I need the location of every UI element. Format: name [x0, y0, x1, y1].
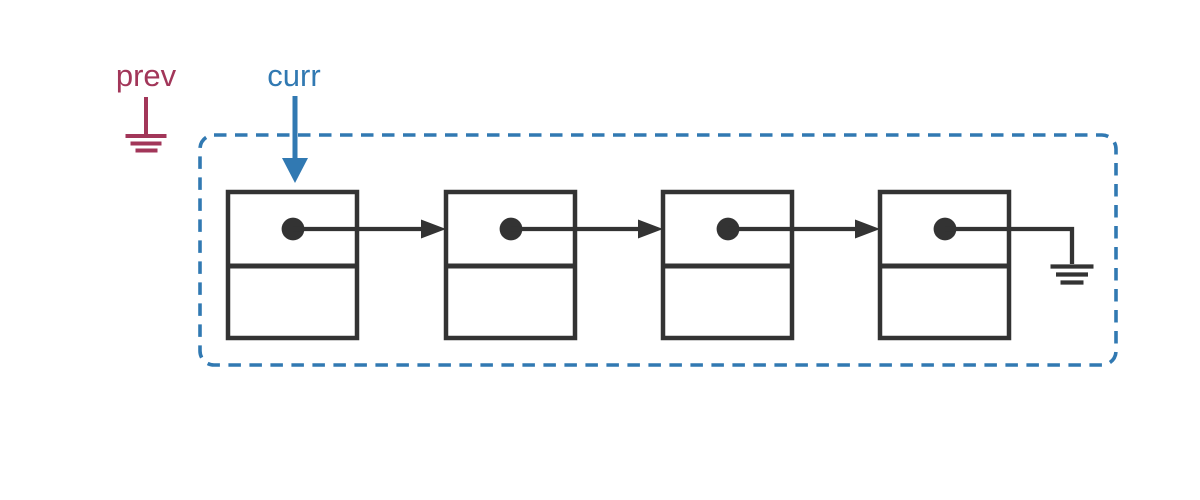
prev-pointer-label: prev	[116, 58, 177, 93]
list-node-3	[660, 189, 795, 341]
list-node-2	[443, 189, 578, 341]
list-container-outline	[198, 133, 1118, 367]
next-arrow-1	[293, 219, 446, 239]
tail-null-link	[945, 226, 1094, 285]
next-arrow-2	[511, 219, 663, 239]
next-arrow-3	[728, 219, 880, 239]
list-node-1	[225, 189, 360, 341]
list-node-4	[877, 189, 1012, 341]
tail-null-ground-icon	[1050, 264, 1094, 285]
curr-arrow-icon	[282, 96, 308, 183]
prev-pointer: prev	[116, 58, 177, 153]
prev-null-ground-icon	[125, 97, 167, 153]
curr-pointer-label: curr	[267, 58, 320, 93]
curr-pointer: curr	[267, 58, 321, 183]
